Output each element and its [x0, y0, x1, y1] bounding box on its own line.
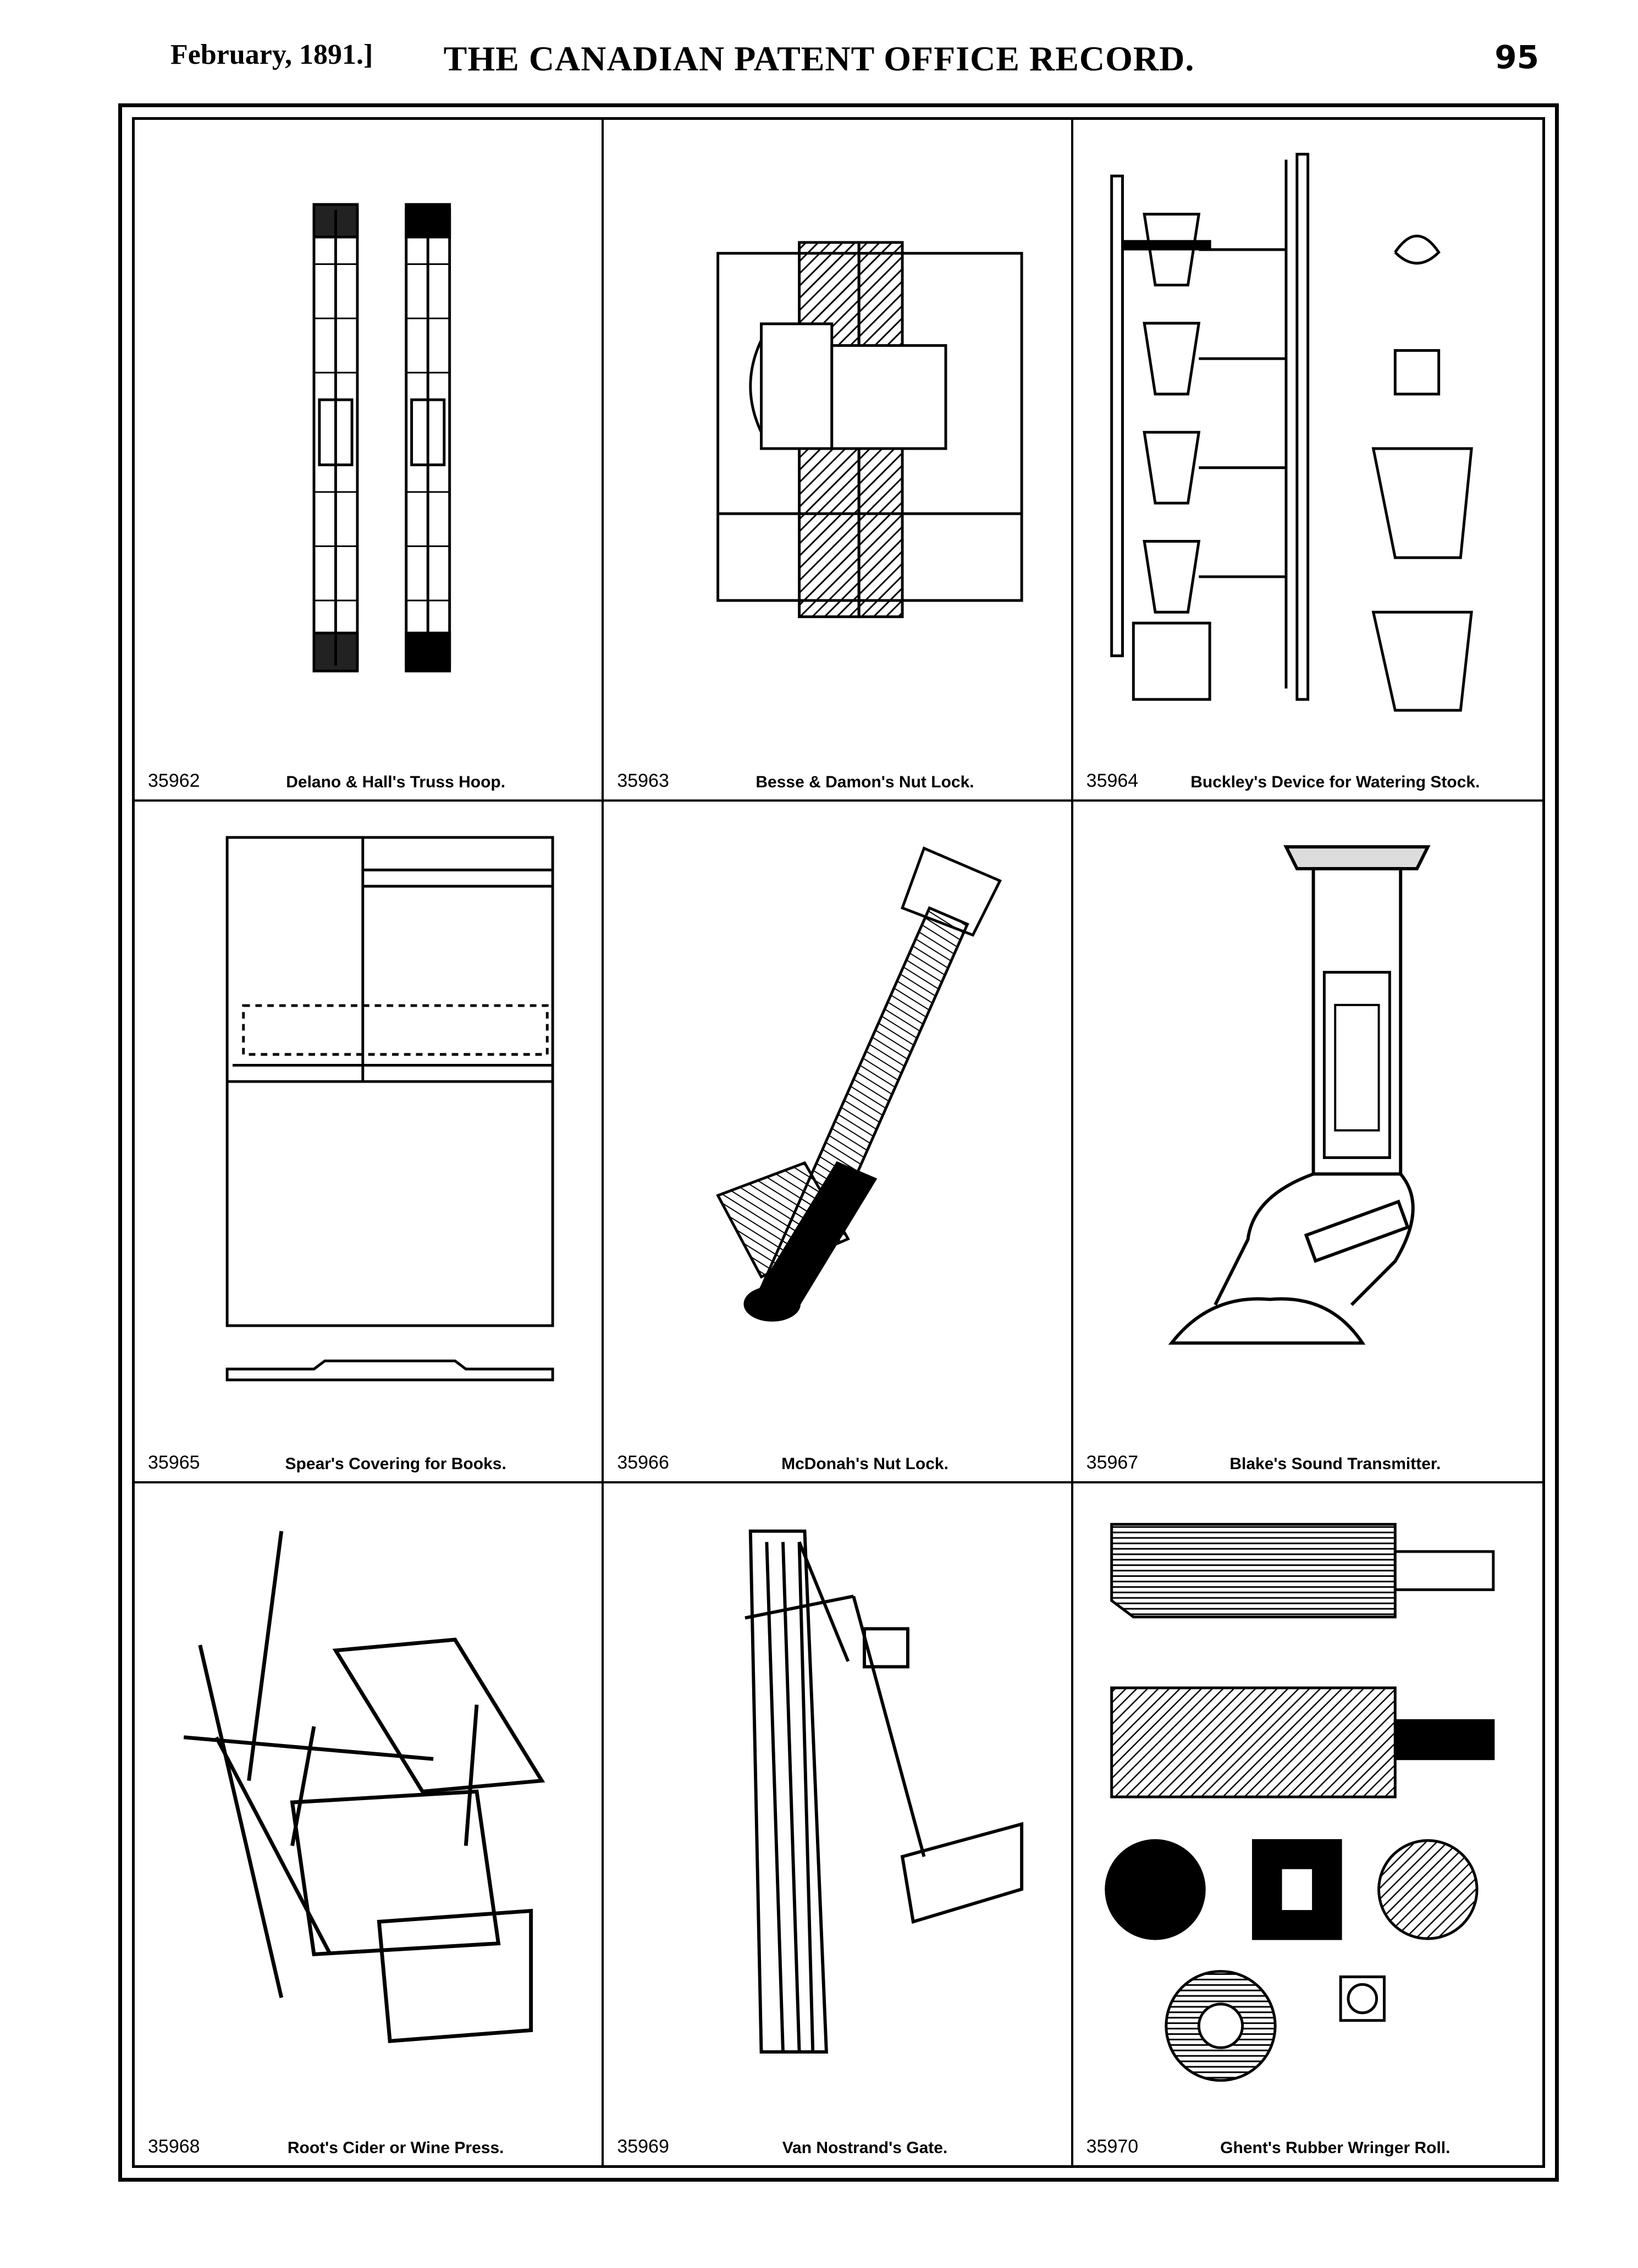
plate-inner-frame: 35962 Delano & Hall's Truss Hoop. 35	[132, 117, 1545, 2168]
header-date: February, 1891.]	[170, 39, 373, 70]
patent-cell-mcdonah-nut-lock: 35966 McDonah's Nut Lock.	[604, 802, 1073, 1483]
patent-number: 35970	[1086, 2136, 1139, 2157]
gate-drawing	[620, 1500, 1054, 2116]
patent-number: 35964	[1086, 770, 1139, 791]
plate-frame: 35962 Delano & Hall's Truss Hoop. 35	[118, 103, 1559, 2182]
patent-caption: 35965 Spear's Covering for Books.	[135, 1443, 602, 1474]
patent-title: Van Nostrand's Gate.	[782, 2139, 948, 2157]
patent-caption: 35966 McDonah's Nut Lock.	[604, 1443, 1071, 1474]
patent-number: 35968	[148, 2136, 200, 2157]
patent-title: Blake's Sound Transmitter.	[1229, 1455, 1441, 1473]
mcdonah-nut-lock-drawing	[620, 818, 1054, 1432]
page-number: 95	[1494, 38, 1539, 76]
patent-caption: 35968 Root's Cider or Wine Press.	[135, 2127, 602, 2157]
patent-number: 35966	[617, 1452, 669, 1473]
patent-cell-cider-press: 35968 Root's Cider or Wine Press.	[135, 1483, 604, 2165]
patent-grid: 35962 Delano & Hall's Truss Hoop. 35	[135, 120, 1542, 2165]
patent-caption: 35969 Van Nostrand's Gate.	[604, 2127, 1071, 2157]
wringer-roll-drawing	[1090, 1500, 1526, 2116]
patent-cell-besse-nut-lock: 35963 Besse & Damon's Nut Lock.	[604, 120, 1073, 802]
patent-caption: 35967 Blake's Sound Transmitter.	[1073, 1443, 1542, 1474]
patent-title: Delano & Hall's Truss Hoop.	[286, 773, 506, 791]
patent-cell-gate: 35969 Van Nostrand's Gate.	[604, 1483, 1073, 2165]
cider-press-drawing	[151, 1500, 585, 2116]
patent-number: 35965	[148, 1452, 200, 1473]
patent-number: 35963	[617, 770, 669, 791]
truss-hoop-drawing	[151, 136, 585, 750]
patent-cell-wringer-roll: 35970 Ghent's Rubber Wringer Roll.	[1073, 1483, 1542, 2165]
watering-stock-drawing	[1090, 136, 1526, 750]
patent-title: Besse & Damon's Nut Lock.	[755, 773, 974, 791]
patent-title: McDonah's Nut Lock.	[781, 1455, 948, 1473]
patent-cell-watering-stock: 35964 Buckley's Device for Watering Stoc…	[1073, 120, 1542, 802]
page-title: THE CANADIAN PATENT OFFICE RECORD.	[443, 39, 1195, 78]
patent-caption: 35963 Besse & Damon's Nut Lock.	[604, 761, 1071, 792]
patent-cell-truss-hoop: 35962 Delano & Hall's Truss Hoop.	[135, 120, 604, 802]
patent-number: 35967	[1086, 1452, 1139, 1473]
patent-title: Ghent's Rubber Wringer Roll.	[1220, 2139, 1451, 2157]
patent-caption: 35970 Ghent's Rubber Wringer Roll.	[1073, 2127, 1542, 2157]
patent-cell-sound-transmitter: 35967 Blake's Sound Transmitter.	[1073, 802, 1542, 1483]
besse-nut-lock-drawing	[620, 136, 1054, 750]
patent-caption: 35962 Delano & Hall's Truss Hoop.	[135, 761, 602, 792]
patent-title: Buckley's Device for Watering Stock.	[1190, 773, 1480, 791]
sound-transmitter-drawing	[1090, 818, 1526, 1432]
patent-title: Root's Cider or Wine Press.	[287, 2139, 504, 2157]
patent-number: 35969	[617, 2136, 669, 2157]
patent-title: Spear's Covering for Books.	[285, 1455, 506, 1473]
patent-caption: 35964 Buckley's Device for Watering Stoc…	[1073, 761, 1542, 792]
book-covering-drawing	[151, 818, 585, 1432]
patent-cell-book-covering: 35965 Spear's Covering for Books.	[135, 802, 604, 1483]
patent-number: 35962	[148, 770, 200, 791]
